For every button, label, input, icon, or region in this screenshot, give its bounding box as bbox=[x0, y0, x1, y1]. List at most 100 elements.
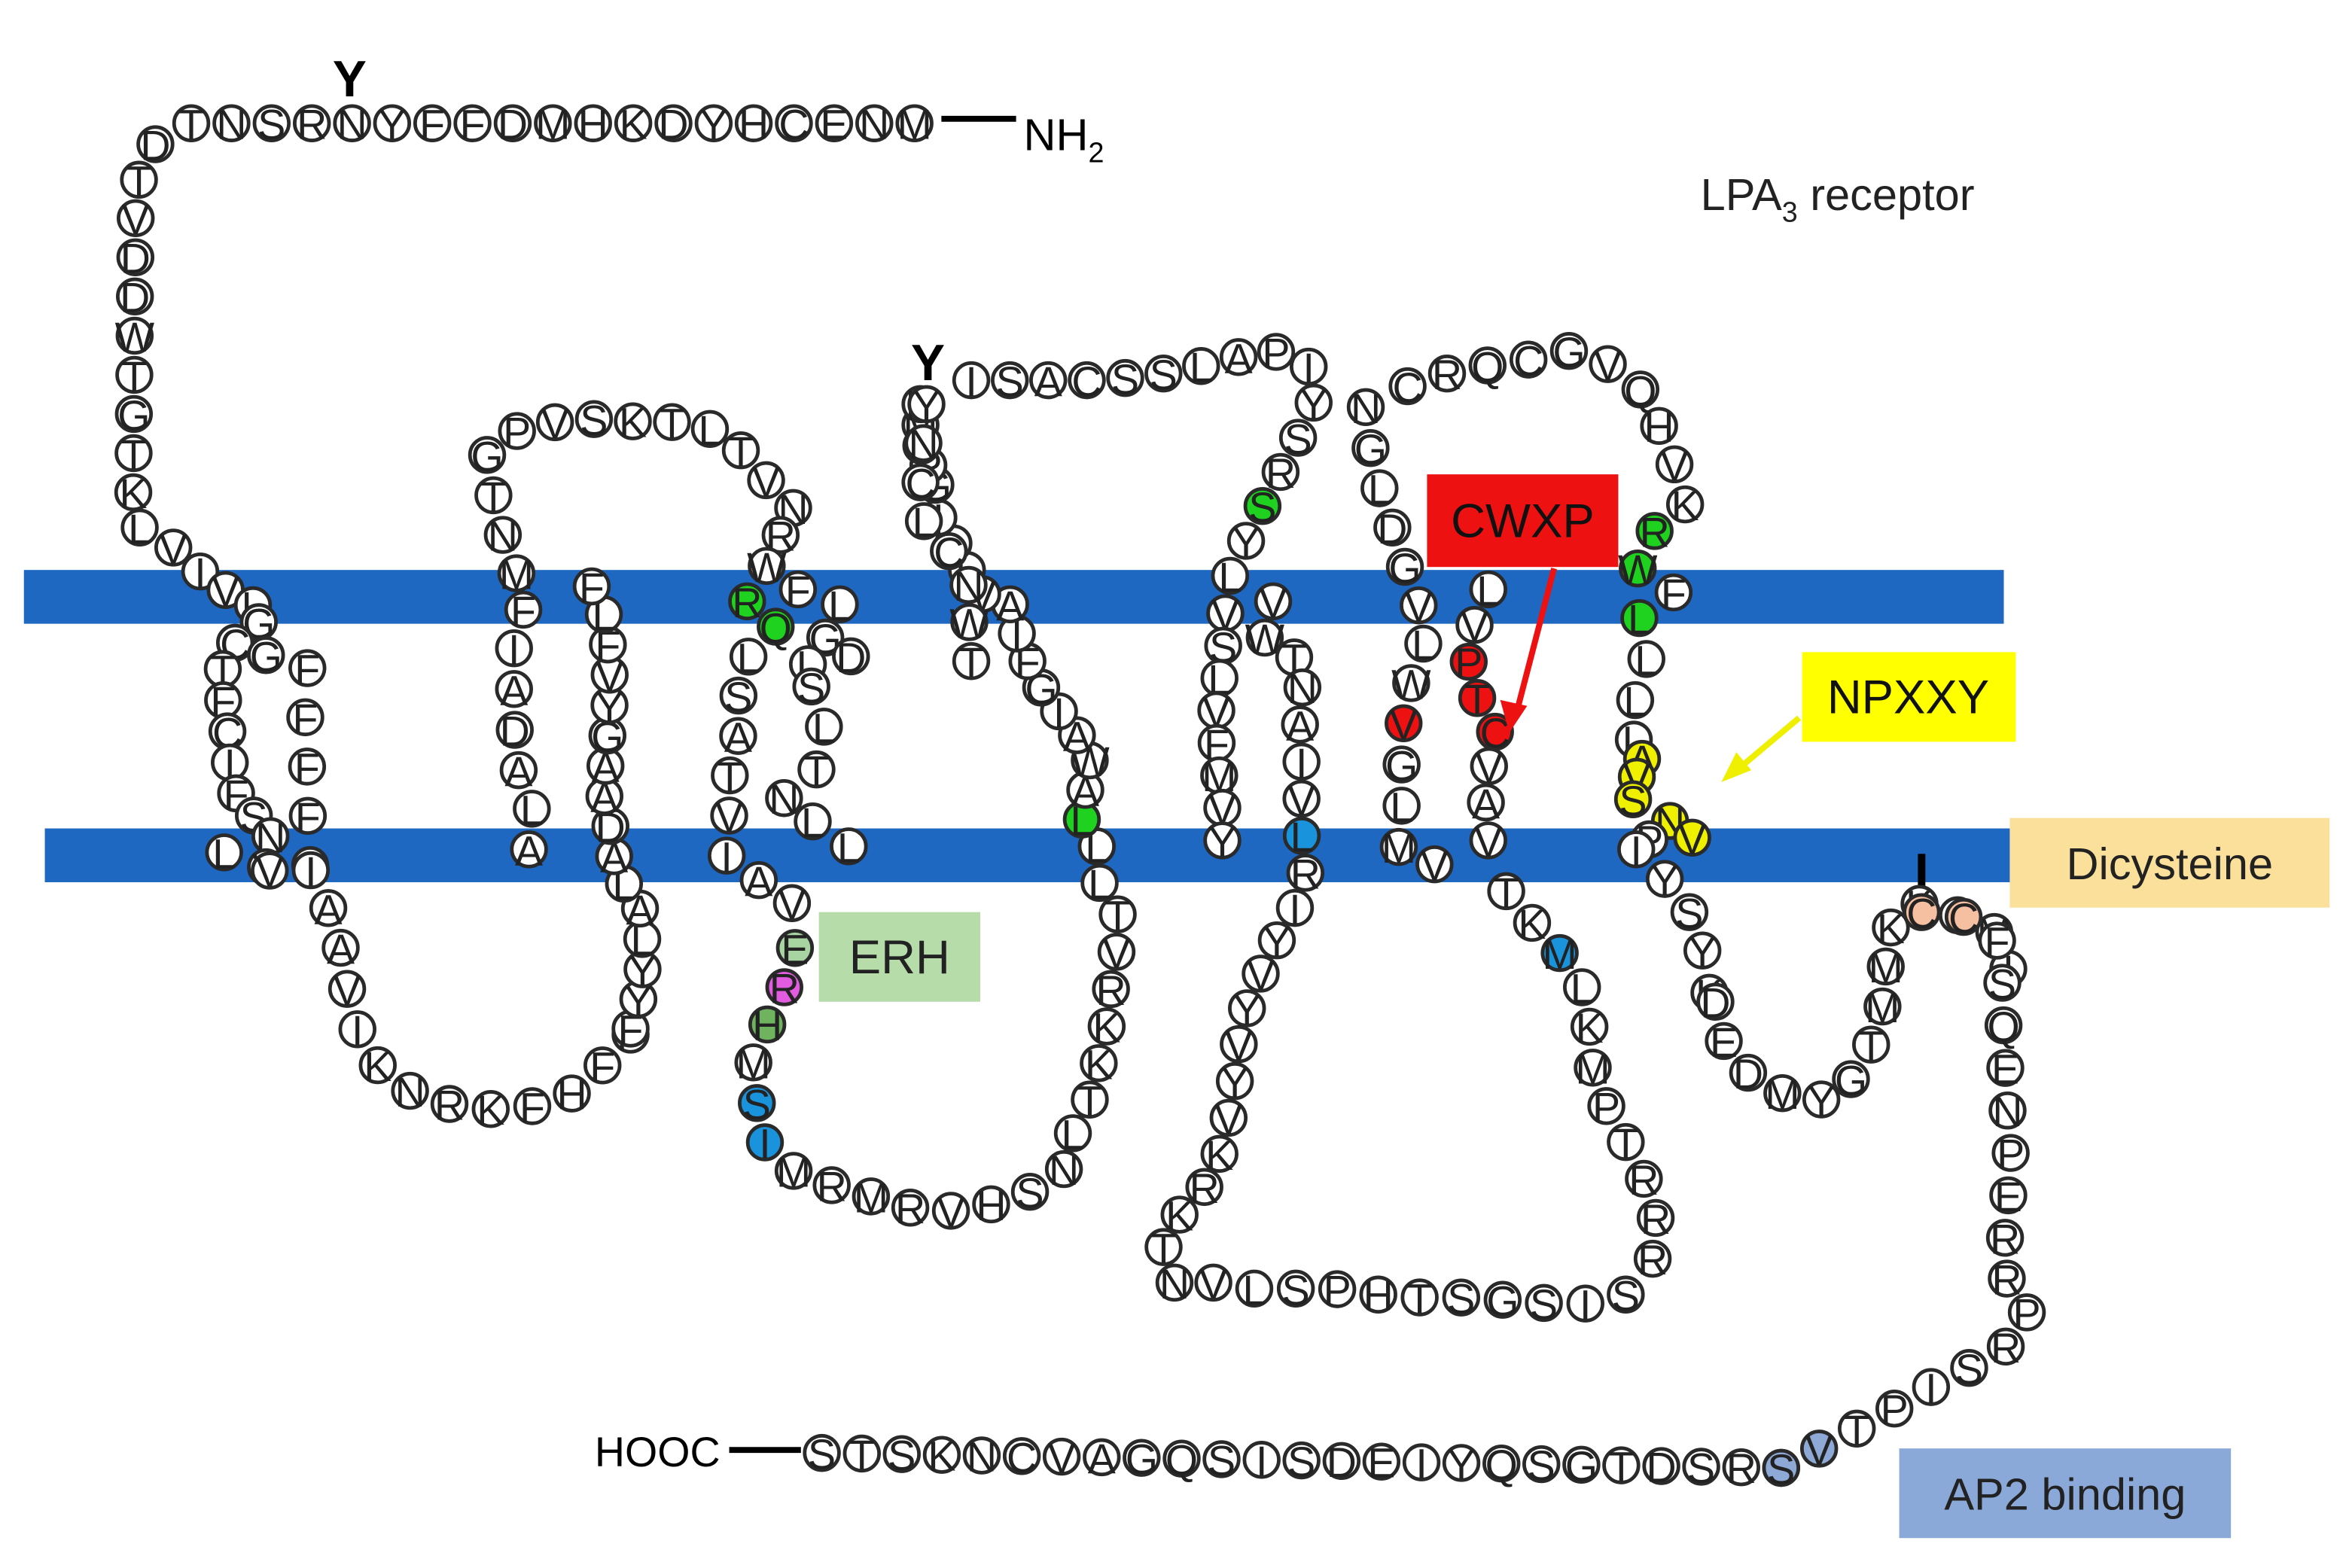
residue-letter: R bbox=[1726, 1445, 1756, 1492]
residue: H bbox=[1359, 1273, 1397, 1320]
residue-letter: N bbox=[967, 1433, 997, 1480]
residue: M bbox=[852, 1174, 891, 1221]
residue: S bbox=[1010, 1170, 1050, 1216]
residue-letter: Y bbox=[1448, 1441, 1476, 1487]
residue: T bbox=[1837, 1407, 1876, 1454]
residue: V bbox=[1415, 842, 1454, 889]
erh-label: ERH bbox=[849, 931, 950, 984]
chain-c-tail: CCFSQENPERRPRSIPTVL bbox=[1762, 891, 2046, 1493]
npxxy-label: NPXXY bbox=[1827, 671, 1989, 724]
residue-letter: G bbox=[1486, 1278, 1519, 1325]
residue-letter: Y bbox=[378, 102, 406, 148]
npxxy-arrow-head bbox=[1721, 752, 1752, 782]
residue: W bbox=[1391, 661, 1431, 708]
title: LPA3 receptor bbox=[1701, 169, 1975, 228]
residue: C bbox=[1509, 338, 1548, 385]
residue-letter: T bbox=[1613, 1120, 1638, 1167]
residue-letter: V bbox=[1421, 842, 1449, 889]
residue: S bbox=[1106, 356, 1144, 403]
residue: A bbox=[991, 583, 1029, 629]
residue: D bbox=[1373, 506, 1412, 553]
residue-letter: V bbox=[1199, 1261, 1227, 1308]
residue: D bbox=[654, 102, 693, 148]
residue: R bbox=[765, 965, 803, 1012]
residue: L bbox=[805, 705, 843, 751]
residue-letter: R bbox=[1628, 1157, 1659, 1204]
residue: E bbox=[1362, 1440, 1401, 1487]
residue-letter: R bbox=[1991, 1325, 2021, 1372]
residue-letter: S bbox=[1016, 1170, 1044, 1216]
residue-letter: G bbox=[1565, 1443, 1598, 1490]
residue: R bbox=[1427, 352, 1467, 398]
residue: G bbox=[1385, 545, 1424, 592]
residue: R bbox=[293, 102, 331, 148]
residue-letter: H bbox=[739, 102, 769, 148]
residue: I bbox=[1566, 1282, 1604, 1329]
residue-letter: V bbox=[1225, 1022, 1253, 1069]
residue-letter: V bbox=[778, 881, 806, 928]
residue-letter: H bbox=[578, 102, 608, 148]
residue-letter: L bbox=[837, 824, 861, 871]
residue: R bbox=[1722, 1445, 1760, 1492]
residue-letter: T bbox=[1494, 869, 1519, 916]
residue: R bbox=[1986, 1325, 2025, 1372]
residue-letter: Q bbox=[1485, 1442, 1518, 1488]
residue-letter: T bbox=[1858, 1023, 1884, 1070]
residue-letter: M bbox=[897, 102, 931, 148]
residue-letter: W bbox=[1391, 661, 1431, 708]
residue: S bbox=[1144, 352, 1183, 398]
residue: I bbox=[495, 626, 533, 673]
residue: R bbox=[1635, 509, 1674, 556]
residue-letter: R bbox=[1638, 1237, 1668, 1283]
residue-letter: F bbox=[519, 1084, 545, 1131]
residue: I bbox=[1275, 886, 1315, 933]
residue-letter: C bbox=[1948, 895, 1979, 942]
residue-letter: V bbox=[1661, 443, 1689, 489]
residue-letter: G bbox=[1126, 1436, 1158, 1483]
residue-letter: F bbox=[590, 1043, 615, 1090]
residue: C bbox=[1068, 358, 1106, 405]
residue-letter: E bbox=[1994, 1174, 2022, 1220]
residue-letter: H bbox=[752, 1003, 782, 1049]
residue-letter: K bbox=[928, 1433, 955, 1480]
residue: M bbox=[1866, 945, 1905, 991]
residue-letter: H bbox=[1644, 404, 1674, 451]
residue-layer: TNSRNYFFDMHKDYHCENMDTVDDWTGTKLVIVLGCTFCI… bbox=[114, 102, 2046, 1493]
residue-letter: E bbox=[820, 102, 848, 148]
residue: T bbox=[952, 639, 991, 686]
residue: R bbox=[1286, 851, 1325, 897]
residue: I bbox=[291, 848, 331, 895]
residue-letter: N bbox=[1992, 1088, 2022, 1135]
residue-letter: S bbox=[743, 1081, 771, 1128]
residue-letter: L bbox=[801, 799, 824, 846]
residue-letter: R bbox=[1991, 1257, 2022, 1304]
erh-box bbox=[818, 912, 980, 1002]
residue-letter: S bbox=[724, 674, 752, 720]
residue: A bbox=[499, 748, 538, 795]
residue: A bbox=[510, 827, 548, 874]
residue-letter: T bbox=[1608, 1444, 1634, 1490]
residue: P bbox=[1587, 1084, 1625, 1131]
residue: Y bbox=[1203, 818, 1242, 865]
residue-letter: C bbox=[1071, 358, 1101, 405]
residue: S bbox=[991, 358, 1029, 405]
residue-letter: F bbox=[1985, 919, 2010, 966]
residue: V bbox=[1220, 1022, 1258, 1069]
residue-letter: G bbox=[1388, 545, 1421, 592]
residue: C bbox=[775, 102, 813, 148]
residue-letter: F bbox=[510, 588, 536, 635]
residue-letter: T bbox=[480, 473, 506, 520]
residue-letter: S bbox=[257, 102, 285, 148]
residue: R bbox=[1633, 1237, 1672, 1283]
residue-letter: A bbox=[1286, 702, 1314, 749]
residue-letter: S bbox=[1675, 891, 1703, 937]
residue: A bbox=[719, 714, 757, 761]
residue-letter: M bbox=[854, 1174, 888, 1221]
residue-letter: R bbox=[434, 1082, 465, 1128]
residue: R bbox=[891, 1186, 930, 1232]
residue: M bbox=[734, 1040, 772, 1087]
residue: D bbox=[136, 123, 175, 169]
